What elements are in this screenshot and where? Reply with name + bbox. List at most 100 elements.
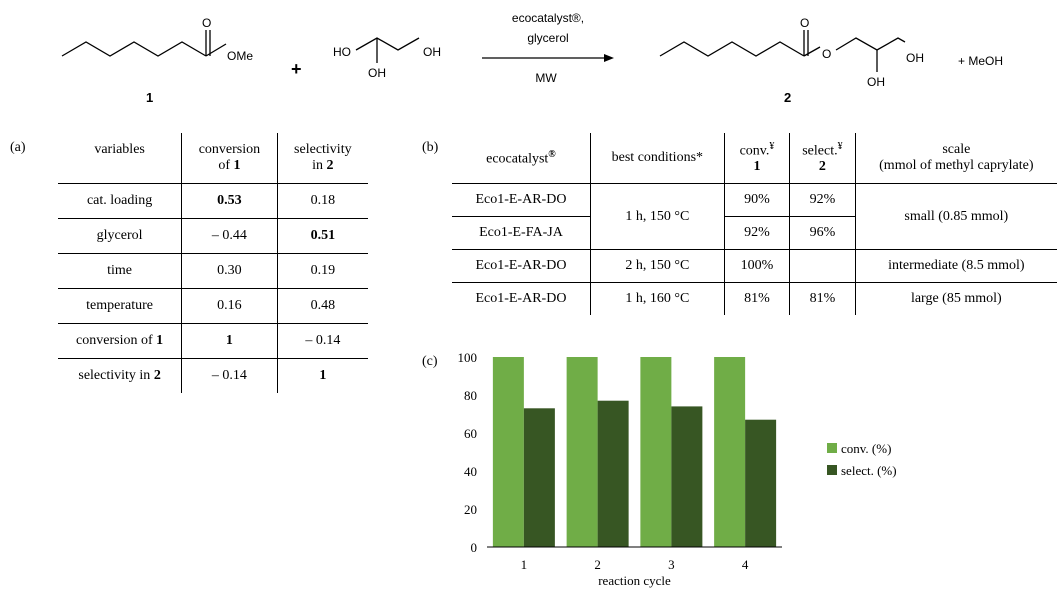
correlation-table-header: variables conversion of 1 selectivity in…	[58, 133, 368, 184]
cell-conversion: 0.30	[181, 253, 278, 289]
cell-conv: 100%	[724, 249, 791, 283]
cell-conv: 90%	[724, 183, 791, 217]
cell-variable-text: cat. loading	[86, 193, 153, 208]
cell-variable-text: selectivity in	[78, 368, 154, 383]
header-scale: scale (mmol of methyl caprylate)	[855, 133, 1057, 184]
header-select-text: select.	[802, 143, 838, 159]
glycerol-skeleton	[355, 37, 420, 51]
cell-select: 92%	[789, 183, 856, 217]
panel-label-b: (b)	[422, 140, 439, 155]
cell-conversion: 0.53	[181, 183, 278, 219]
product-label: 2	[784, 90, 791, 105]
header-selectivity-line2: in	[312, 158, 327, 173]
bar-select-cycle-1	[523, 408, 555, 547]
plus-sign: +	[291, 59, 302, 79]
table-row: Eco1-E-AR-DO 1 h, 150 °C 90% 92% small (…	[452, 183, 1057, 250]
product-oh-end: OH	[906, 51, 924, 65]
bar-select-cycle-2	[597, 400, 629, 547]
header-select-sup: ¥	[837, 140, 843, 152]
header-ecocatalyst: ecocatalyst®	[452, 133, 591, 184]
header-ecocatalyst-text: ecocatalyst	[486, 151, 549, 167]
product-ester-bond	[803, 46, 821, 57]
header-scale-line1: scale	[942, 142, 971, 157]
cell-variable: cat. loading	[58, 183, 183, 219]
arrow-reagent-line1: ecocatalyst®,	[512, 11, 584, 25]
correlation-table: variables conversion of 1 selectivity in…	[58, 133, 368, 393]
cell-variable-text: time	[107, 263, 133, 278]
compound-1-label: 1	[146, 90, 153, 105]
cell-variable-compound: 2	[153, 368, 161, 383]
header-scale-line2: (mmol of methyl caprylate)	[879, 158, 1034, 173]
header-conv-text: conv.	[739, 143, 770, 159]
cell-selectivity: 1	[319, 368, 327, 383]
byproduct-methanol: + MeOH	[958, 54, 1003, 68]
header-selectivity-compound: 2	[326, 158, 334, 173]
x-tick-label: 4	[742, 557, 749, 572]
product-carbonyl-o: O	[800, 16, 809, 30]
x-tick-label: 3	[668, 557, 675, 572]
bar-select-cycle-4	[745, 419, 777, 547]
cell-conv: 92%	[724, 216, 791, 250]
header-conversion-compound: 1	[233, 158, 241, 173]
header-conversion-line2: of	[218, 158, 234, 173]
legend-swatch-conv	[827, 443, 837, 453]
cell-variable: time	[58, 253, 183, 289]
legend-label-select: select. (%)	[841, 463, 897, 478]
cell-catalyst: Eco1-E-AR-DO	[452, 282, 591, 315]
product-skeleton	[659, 41, 805, 57]
scale-up-table-header: ecocatalyst® best conditions* conv.¥ 1 s…	[452, 133, 1057, 184]
header-conv-sup: ¥	[769, 140, 775, 152]
arrow-condition: MW	[535, 71, 557, 85]
y-tick-label: 80	[464, 388, 477, 403]
x-tick-label: 1	[521, 557, 528, 572]
y-tick-label: 40	[464, 464, 477, 479]
header-conversion-line1: conversion	[198, 142, 261, 157]
product-glyceryl-chain	[835, 37, 906, 51]
bar-conv-cycle-4	[714, 357, 746, 547]
cell-conditions: 2 h, 150 °C	[590, 249, 725, 283]
cell-selectivity: – 0.14	[277, 323, 368, 359]
cell-variable: glycerol	[58, 218, 183, 254]
x-tick-label: 2	[594, 557, 601, 572]
cell-variable: selectivity in 2	[58, 358, 183, 393]
compound-1-ome: OMe	[227, 49, 253, 63]
cell-conv: 81%	[724, 282, 791, 315]
bar-select-cycle-3	[671, 406, 703, 547]
cell-variable: conversion of 1	[58, 323, 183, 359]
header-select-compound: 2	[818, 159, 826, 175]
cell-select	[789, 249, 856, 283]
y-tick-label: 60	[464, 426, 477, 441]
cell-conversion: 1	[181, 323, 278, 359]
arrow-reagent-line2: glycerol	[527, 31, 568, 45]
reaction-arrowhead	[604, 54, 614, 62]
header-conversion: conversion of 1	[181, 133, 278, 184]
bar-conv-cycle-2	[566, 357, 598, 547]
cell-conversion: – 0.14	[181, 358, 278, 393]
cell-selectivity: 0.19	[277, 253, 368, 289]
cell-variable-text: temperature	[86, 298, 154, 313]
glycerol-ho: HO	[333, 45, 351, 59]
cell-catalyst: Eco1-E-AR-DO	[452, 183, 591, 217]
glycerol-oh-middle: OH	[368, 66, 386, 80]
legend-swatch-select	[827, 465, 837, 475]
cell-catalyst: Eco1-E-FA-JA	[452, 216, 591, 250]
scale-up-table: ecocatalyst® best conditions* conv.¥ 1 s…	[452, 133, 1057, 315]
bar-conv-cycle-1	[492, 357, 524, 547]
compound-1-skeleton	[61, 41, 207, 57]
cell-variable-text: conversion of	[76, 333, 157, 348]
cell-select: 81%	[789, 282, 856, 315]
header-select: select.¥ 2	[789, 133, 856, 184]
header-variables: variables	[58, 133, 183, 184]
cell-conditions: 1 h, 150 °C	[590, 183, 725, 250]
product-ester-o: O	[822, 47, 831, 61]
header-best-conditions: best conditions*	[590, 133, 725, 184]
header-selectivity-line1: selectivity	[294, 142, 352, 157]
cell-select: 96%	[789, 216, 856, 250]
table-row: Eco1-E-FA-JA 92% 96%	[452, 216, 1057, 250]
